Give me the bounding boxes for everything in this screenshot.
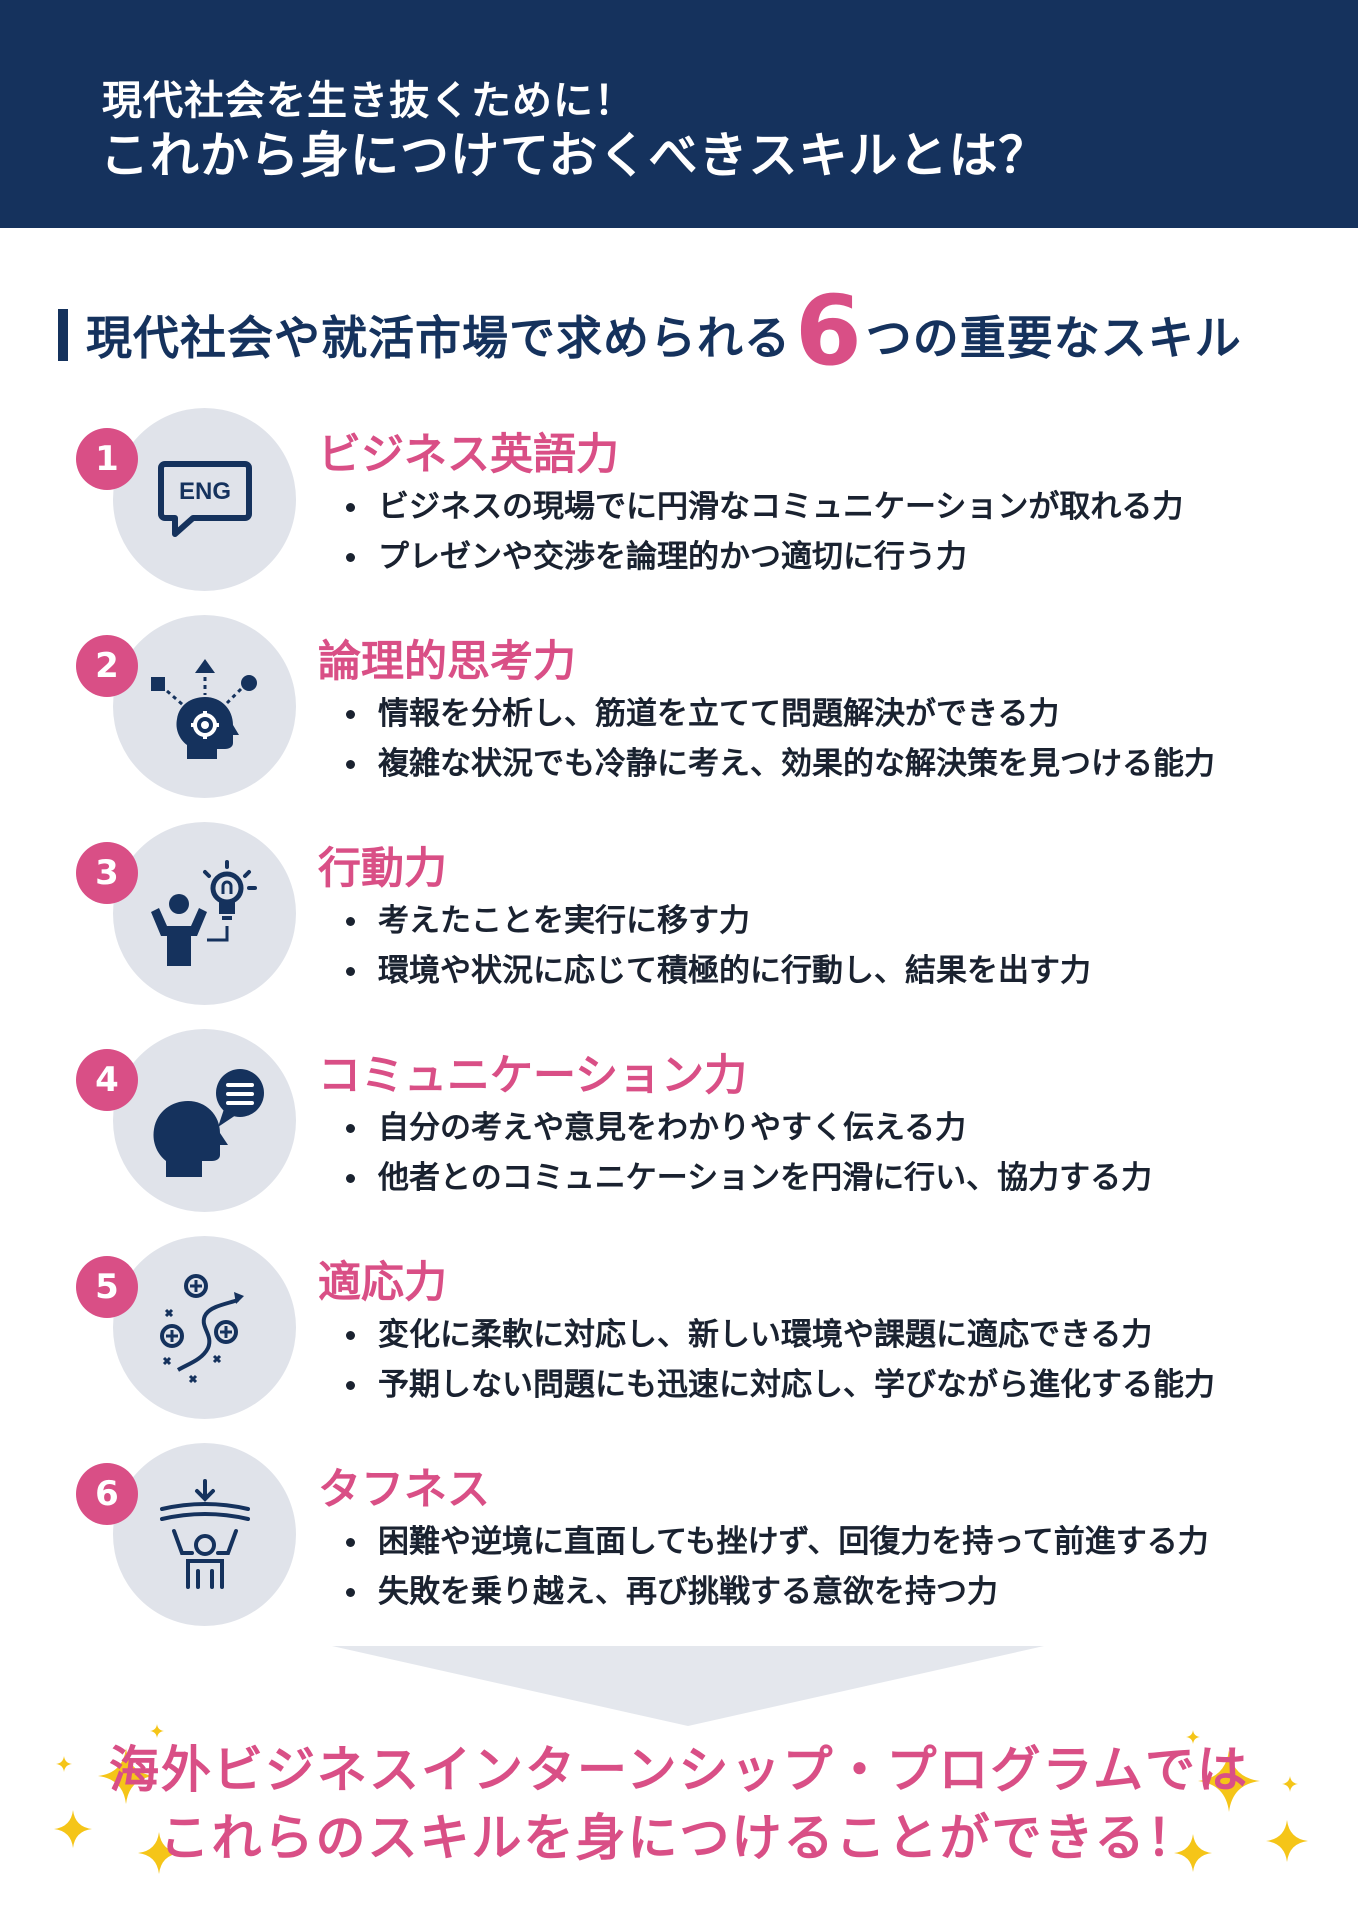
skill-number-badge: 2 xyxy=(76,635,138,697)
sparkle-icon xyxy=(138,1832,180,1874)
sparkle-icon xyxy=(1282,1776,1298,1792)
skill-points: 自分の考えや意見をわかりやすく伝える力 他者とのコミュニケーションを円滑に行い、… xyxy=(340,1103,1152,1203)
person-holding-pressure-icon xyxy=(159,1478,250,1589)
skill-point: 困難や逆境に直面しても挫けず、回復力を持って前進する力 xyxy=(340,1517,1209,1567)
cta-line-1: 海外ビジネスインターンシップ・プログラムでは xyxy=(109,1741,1249,1799)
skill-points: 情報を分析し、筋道を立てて問題解決ができる力 複雑な状況でも冷静に考え、効果的な… xyxy=(340,689,1215,789)
section-title-bar xyxy=(58,309,68,361)
skill-point: 自分の考えや意見をわかりやすく伝える力 xyxy=(340,1103,1152,1153)
skill-item: 4 コミュニケーション力 自分の考えや意見をわかりやすく伝える力 他者とのコミュ… xyxy=(0,1029,1358,1219)
skill-number-badge: 3 xyxy=(76,842,138,904)
sparkle-icon xyxy=(150,1724,164,1738)
skill-icon-circle xyxy=(113,1029,296,1212)
sparkle-icon xyxy=(1186,1730,1200,1744)
skill-points: 考えたことを実行に移す力 環境や状況に応じて積極的に行動し、結果を出す力 xyxy=(340,896,1091,996)
sparkle-icon xyxy=(56,1756,72,1772)
head-gear-thinking-icon xyxy=(150,658,257,759)
skill-number-badge: 1 xyxy=(76,428,138,490)
skill-point: 環境や状況に応じて積極的に行動し、結果を出す力 xyxy=(340,946,1091,996)
section-title-count: 6 xyxy=(795,275,862,387)
cta-line-2: これらのスキルを身につけることができる！ xyxy=(159,1809,1199,1867)
sparkle-icon xyxy=(1198,1750,1260,1812)
sparkle-icon xyxy=(1174,1834,1212,1872)
skill-title: 適応力 xyxy=(318,1258,447,1308)
skill-point: 他者とのコミュニケーションを円滑に行い、協力する力 xyxy=(340,1153,1152,1203)
skill-icon-circle xyxy=(113,1236,296,1419)
head-chat-bubble-icon xyxy=(153,1068,264,1177)
down-chevron-arrow xyxy=(332,1646,1044,1726)
skill-number-badge: 5 xyxy=(76,1256,138,1318)
skill-point: 情報を分析し、筋道を立てて問題解決ができる力 xyxy=(340,689,1215,739)
header-banner: 現代社会を生き抜くために！ これから身につけておくべきスキルとは？ xyxy=(0,0,1358,228)
skill-number-badge: 6 xyxy=(76,1463,138,1525)
skill-points: ビジネスの現場でに円滑なコミュニケーションが取れる力 プレゼンや交渉を論理的かつ… xyxy=(340,482,1183,582)
skill-title: コミュニケーション力 xyxy=(318,1051,748,1101)
eng-speech-bubble-icon: ENG xyxy=(157,460,252,537)
skill-point: ビジネスの現場でに円滑なコミュニケーションが取れる力 xyxy=(340,482,1183,532)
skill-title: タフネス xyxy=(318,1465,490,1515)
skill-icon-circle xyxy=(113,1443,296,1626)
skill-title: ビジネス英語力 xyxy=(318,430,619,480)
skill-point: 考えたことを実行に移す力 xyxy=(340,896,1091,946)
skill-item: 3 行動力 考えたことを実行に移す力 環境や状況に応じて積極的に行動し、結果を出… xyxy=(0,822,1358,1012)
call-to-action: 海外ビジネスインターンシップ・プログラムでは これらのスキルを身につけることがで… xyxy=(0,1736,1358,1872)
skill-item: 6 タフネス 困難や逆境に直面しても挫けず、回復力を持って前進する力 失敗を乗り… xyxy=(0,1443,1358,1633)
svg-text:ENG: ENG xyxy=(178,478,230,505)
skill-item: 2 論理的思考力 情報を分析し、筋道を立てて問題解決ができる力 複雑な状況でも冷… xyxy=(0,615,1358,805)
skill-point: 失敗を乗り越え、再び挑戦する意欲を持つ力 xyxy=(340,1567,1209,1617)
strategy-path-icon xyxy=(159,1273,244,1383)
skill-points: 困難や逆境に直面しても挫けず、回復力を持って前進する力 失敗を乗り越え、再び挑戦… xyxy=(340,1517,1209,1617)
skill-icon-circle xyxy=(113,822,296,1005)
skill-points: 変化に柔軟に対応し、新しい環境や課題に適応できる力 予期しない問題にも迅速に対応… xyxy=(340,1310,1215,1410)
skill-number-badge: 4 xyxy=(76,1049,138,1111)
skill-point: 予期しない問題にも迅速に対応し、学びながら進化する能力 xyxy=(340,1360,1215,1410)
skill-icon-circle: ENG xyxy=(113,408,296,591)
skill-point: 変化に柔軟に対応し、新しい環境や課題に適応できる力 xyxy=(340,1310,1215,1360)
header-title: これから身につけておくべきスキルとは？ xyxy=(100,127,1049,184)
sparkle-icon xyxy=(54,1810,92,1848)
section-title-post: つの重要なスキル xyxy=(865,311,1242,365)
header-subtitle: 現代社会を生き抜くために！ xyxy=(102,78,635,124)
section-title-pre: 現代社会や就活市場で求められる xyxy=(86,311,791,365)
sparkle-icon xyxy=(1266,1820,1308,1862)
sparkle-icon xyxy=(98,1748,154,1804)
skill-title: 行動力 xyxy=(318,844,447,894)
skill-point: プレゼンや交渉を論理的かつ適切に行う力 xyxy=(340,532,1183,582)
section-title: 現代社会や就活市場で求められる 6 つの重要なスキル xyxy=(58,283,1242,379)
skill-point: 複雑な状況でも冷静に考え、効果的な解決策を見つける能力 xyxy=(340,739,1215,789)
skill-item: ENG 1 ビジネス英語力 ビジネスの現場でに円滑なコミュニケーションが取れる力… xyxy=(0,408,1358,598)
skill-title: 論理的思考力 xyxy=(318,637,576,687)
person-lightbulb-icon xyxy=(150,859,257,966)
skill-icon-circle xyxy=(113,615,296,798)
skill-item: 5 適応力 変化に柔軟に対応し、新しい環境や課題に適応できる力 予期しない問題に… xyxy=(0,1236,1358,1426)
